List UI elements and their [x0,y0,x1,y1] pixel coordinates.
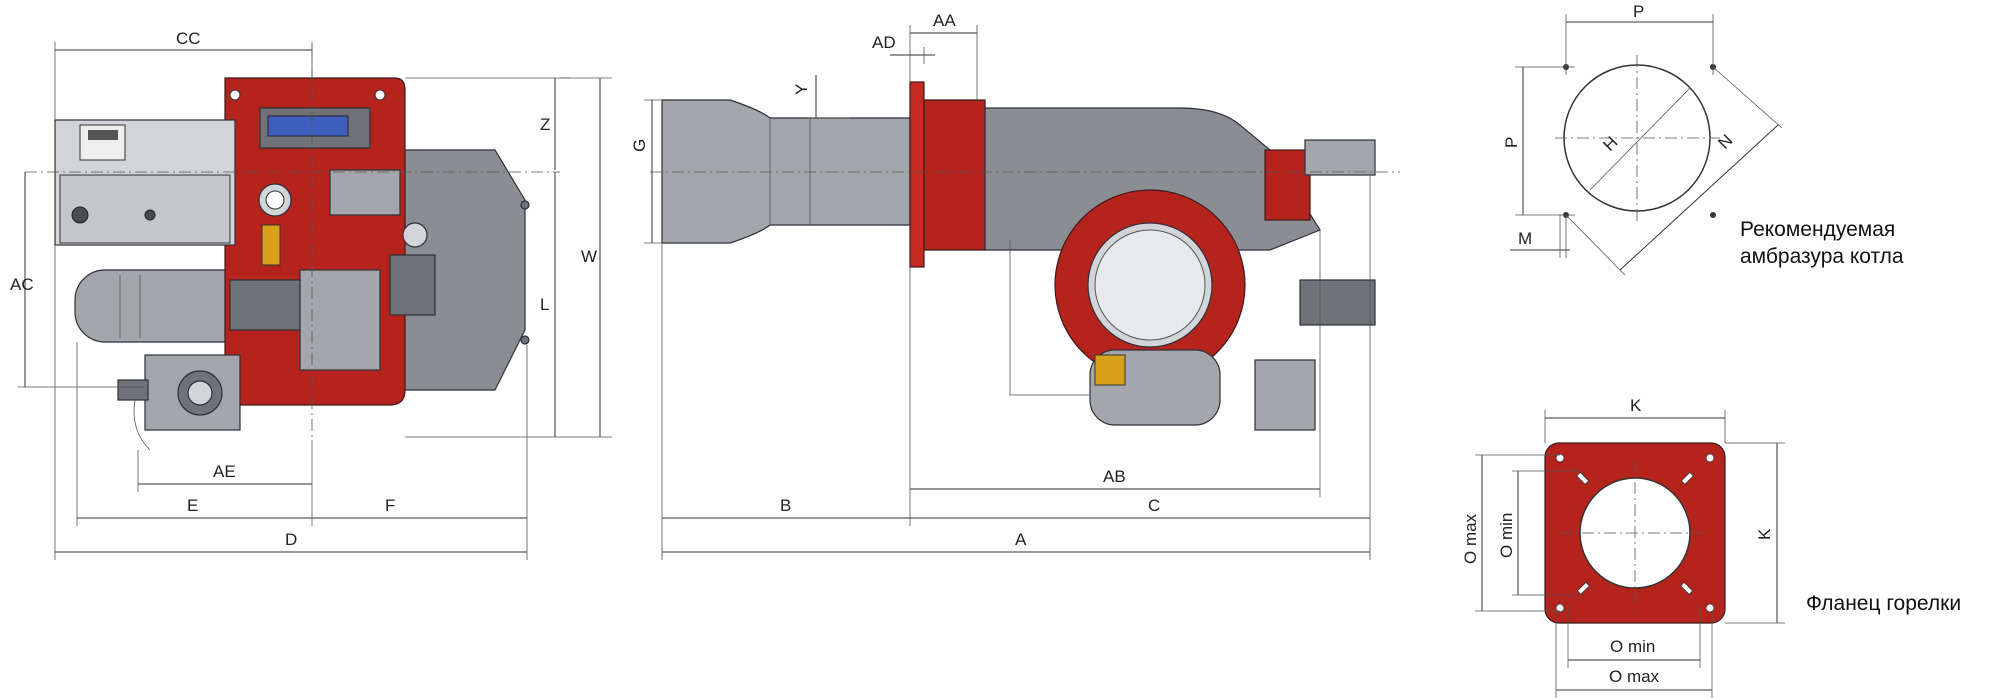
dim-D: D [285,530,297,549]
side-flange [909,81,925,268]
side-view [650,81,1400,431]
dim-O-min-horizontal: O min [1610,637,1655,656]
dim-O-min-vertical: O min [1497,513,1516,558]
dim-AC: AC [10,275,34,294]
dim-A: A [1015,530,1027,549]
dim-AE: AE [213,462,236,481]
dim-Z: Z [540,115,550,134]
dim-M: M [1518,229,1532,248]
dim-F: F [385,496,395,515]
caption-boiler-opening-2: амбразура котла [1740,245,1904,268]
dim-H: H [1599,133,1621,155]
dim-C: C [1148,496,1160,515]
front-view-dimensions: CC Z W L AC AE E F D [10,29,612,560]
side-view-dimensions: AA AD Y G AB B C A [630,11,1371,560]
boiler-opening-drawing: P P H N M Рекомендуемая амбразура котла [1502,2,1904,276]
dim-AA: AA [933,11,956,30]
blast-tube [661,99,911,244]
dim-O-max-horizontal: O max [1609,667,1660,686]
caption-flange: Фланец горелки [1806,592,1961,615]
flange-drawing: K K O max O min O min O max Фланец горел… [1461,396,1961,698]
dim-P-left: P [1502,137,1521,148]
caption-boiler-opening-1: Рекомендуемая [1740,218,1895,241]
dim-W: W [581,247,597,266]
dim-K-top: K [1630,396,1642,415]
front-view [25,45,560,451]
dim-O-max-vertical: O max [1461,513,1480,564]
dim-L: L [540,295,549,314]
dim-P-top: P [1633,2,1644,21]
dim-CC: CC [176,29,201,48]
dim-G: G [630,139,649,152]
dim-B: B [780,496,791,515]
dim-N: N [1714,131,1736,153]
dim-E: E [187,496,198,515]
dim-AB: AB [1103,467,1126,486]
dim-K-right: K [1755,528,1774,540]
side-housing [984,107,1321,251]
dim-AD: AD [872,33,896,52]
dim-Y: Y [792,84,811,95]
